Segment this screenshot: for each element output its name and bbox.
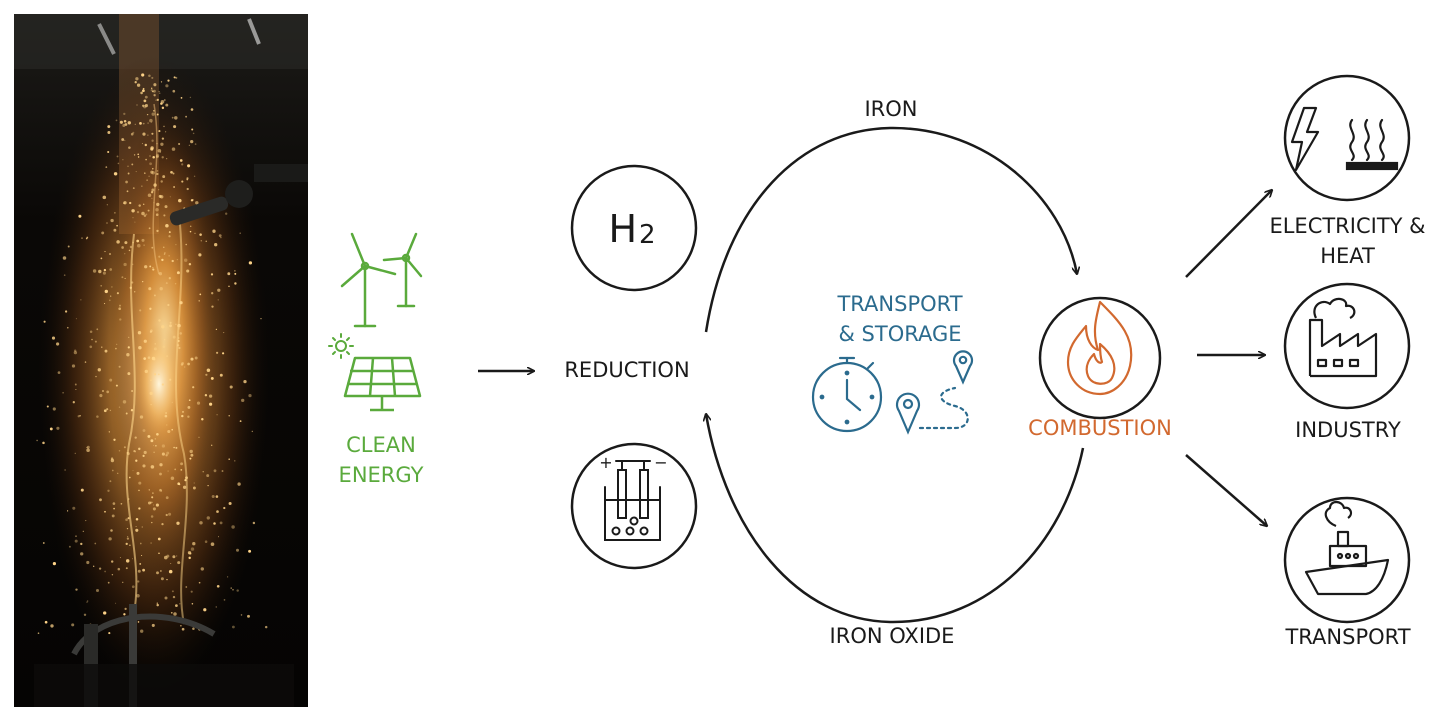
electrolysis-circle [570, 442, 698, 570]
wind-turbine-icon [340, 232, 423, 328]
ship-icon [1304, 500, 1390, 596]
electricity-heat-label: ELECTRICITY & HEAT [1255, 211, 1440, 271]
electrolysis-plus: + [599, 453, 612, 472]
stopwatch-icon [811, 356, 883, 433]
route-pin-icon [895, 350, 974, 435]
hydrogen-subscript: 2 [639, 220, 656, 250]
flame-icon [1066, 300, 1133, 396]
combustion-circle [1038, 296, 1162, 420]
iron-arc-arrow [704, 126, 1077, 333]
hydrogen-symbol: H [608, 207, 637, 251]
transport-storage-label: TRANSPORT & STORAGE [800, 289, 1000, 349]
iron-powder-flame-photo [14, 14, 308, 707]
transport-label: TRANSPORT [1285, 625, 1411, 649]
hydrogen-circle [570, 164, 698, 292]
electricity-heat-line-1: ELECTRICITY & [1269, 214, 1426, 238]
industry-circle [1283, 282, 1411, 410]
iron-label: IRON [864, 97, 918, 121]
clean-energy-label: CLEAN ENERGY [318, 430, 444, 490]
to-electricity-arrow [1185, 190, 1272, 278]
factory-icon [1308, 297, 1378, 378]
electricity-heat-circle [1283, 74, 1411, 202]
iron-oxide-label: IRON OXIDE [829, 624, 955, 648]
sun-icon [328, 333, 354, 359]
electrolysis-minus: − [654, 453, 667, 472]
hydrogen-icon: H2 [608, 207, 655, 251]
electricity-heat-line-2: HEAT [1320, 244, 1375, 268]
heat-waves-icon [1345, 118, 1399, 171]
transport-storage-line-1: TRANSPORT [837, 292, 963, 316]
reduction-label: REDUCTION [564, 358, 690, 382]
to-transport-arrow [1185, 454, 1267, 526]
clean-energy-line-2: ENERGY [338, 463, 424, 487]
combustion-label: COMBUSTION [1028, 416, 1172, 440]
lightning-icon [1290, 106, 1320, 172]
electrolysis-icon [604, 460, 661, 541]
transport-storage-line-2: & STORAGE [838, 322, 962, 346]
transport-circle [1283, 496, 1411, 624]
industry-label: INDUSTRY [1295, 418, 1401, 442]
solar-panel-icon [343, 356, 422, 412]
iron-oxide-arc-arrow [706, 414, 1085, 624]
clean-energy-line-1: CLEAN [346, 433, 416, 457]
